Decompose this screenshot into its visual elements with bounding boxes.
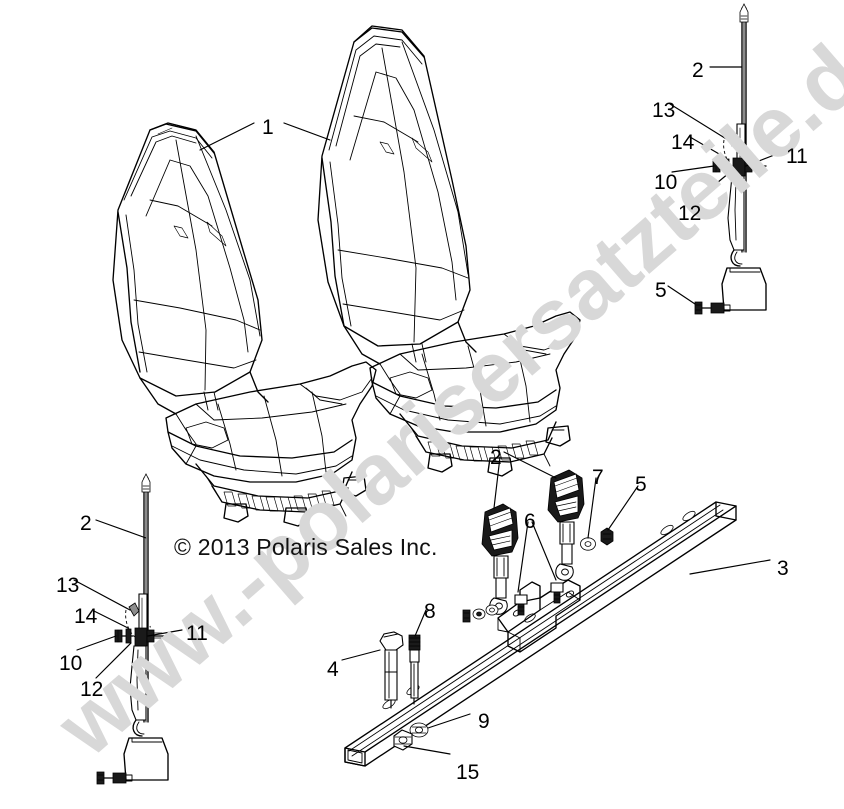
callout-17[interactable]: 15 <box>456 761 480 784</box>
callout-15[interactable]: 4 <box>327 658 339 681</box>
belt-retractor-upper-right <box>694 3 767 315</box>
left-seat-assembly <box>112 122 377 527</box>
copyright-notice: © 2013 Polaris Sales Inc. <box>174 534 438 560</box>
callout-16[interactable]: 9 <box>478 710 490 733</box>
hex-bolt-4 <box>379 631 404 709</box>
callout-5[interactable]: 11 <box>786 145 808 168</box>
callout-10[interactable]: 7 <box>592 466 604 489</box>
callout-3[interactable]: 13 <box>652 99 676 122</box>
callout-4[interactable]: 14 <box>671 131 695 154</box>
callout-23[interactable]: 12 <box>80 678 104 701</box>
callout-21[interactable]: 11 <box>186 622 208 645</box>
callout-19[interactable]: 13 <box>56 574 80 597</box>
callout-20[interactable]: 14 <box>74 605 98 628</box>
callout-18[interactable]: 2 <box>80 512 92 535</box>
callout-9[interactable]: 2 <box>490 446 502 469</box>
belt-retractor-lower-left <box>96 473 169 785</box>
callout-8[interactable]: 5 <box>655 279 667 302</box>
rail-fasteners <box>393 722 429 751</box>
callout-13[interactable]: 3 <box>777 557 789 580</box>
buckle-right <box>547 469 614 581</box>
callout-11[interactable]: 5 <box>635 473 647 496</box>
callout-14[interactable]: 8 <box>424 600 436 623</box>
callout-1[interactable]: 1 <box>262 116 274 139</box>
right-seat-assembly <box>317 25 581 477</box>
buckle-left <box>462 503 519 623</box>
callout-2[interactable]: 2 <box>692 59 704 82</box>
callout-22[interactable]: 10 <box>59 652 83 675</box>
stud-bolt-8 <box>408 634 421 705</box>
callout-7[interactable]: 12 <box>678 202 702 225</box>
callout-6[interactable]: 10 <box>654 171 678 194</box>
bracket-bolts <box>514 582 564 616</box>
leader-lines <box>73 66 783 755</box>
callout-12[interactable]: 6 <box>524 510 536 533</box>
